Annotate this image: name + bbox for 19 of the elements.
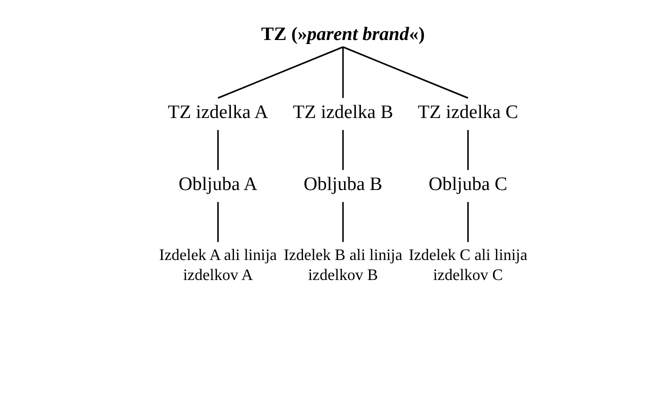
node-label: Obljuba A: [178, 174, 258, 196]
node-label: Izdelek A ali linija izdelkov A: [158, 246, 278, 286]
connector-line: [342, 46, 468, 99]
node-label: TZ izdelka B: [292, 102, 394, 124]
node-label: TZ izdelka C: [418, 102, 518, 124]
connector-line: [467, 130, 469, 170]
node-label: TZ izdelka A: [168, 102, 268, 124]
connector-line: [342, 47, 344, 98]
connector-line: [342, 202, 344, 242]
connector-line: [342, 130, 344, 170]
node-label: Izdelek B ali linija izdelkov B: [282, 246, 404, 286]
heading: TZ (»parent brand«): [261, 24, 425, 46]
node-label: Obljuba C: [428, 174, 508, 196]
connector-line: [217, 130, 219, 170]
node-label: Obljuba B: [304, 174, 382, 196]
connector-line: [218, 46, 344, 99]
connector-line: [467, 202, 469, 242]
node-label: Izdelek C ali linija izdelkov C: [408, 246, 528, 286]
connector-line: [217, 202, 219, 242]
